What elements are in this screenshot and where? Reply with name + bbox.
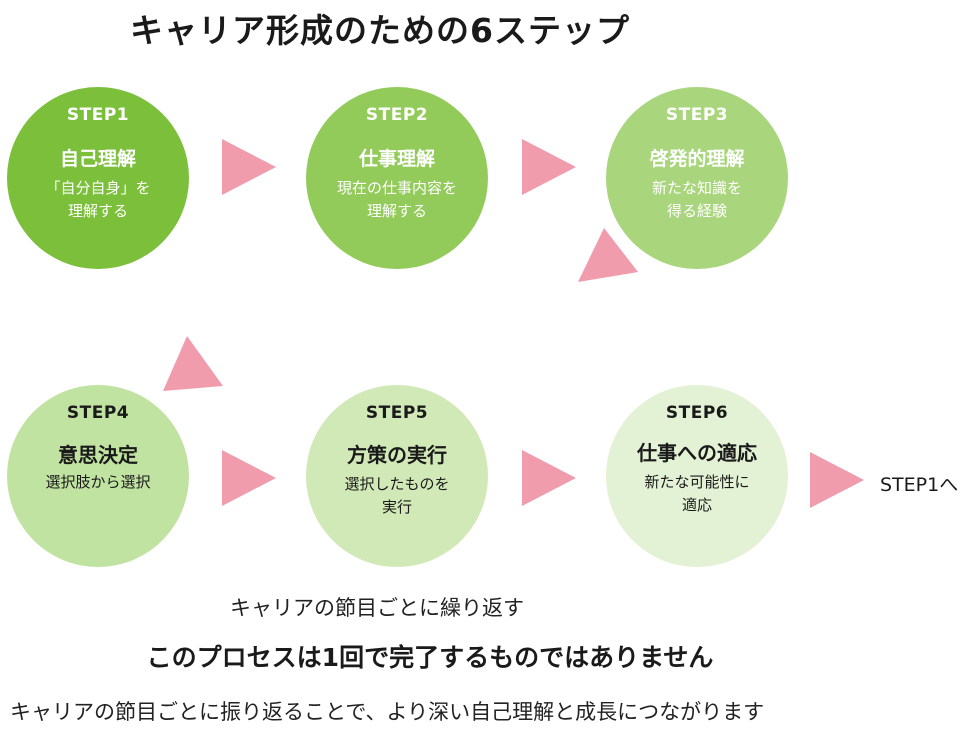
step-heading: 方策の実行 — [347, 443, 447, 467]
note-caption: キャリアの節目ごとに振り返ることで、より深い自己理解と成長につながります — [10, 700, 765, 724]
step-3-circle: STEP3 啓発的理解 新たな知識を 得る経験 — [606, 87, 788, 269]
step-label: STEP3 — [665, 105, 729, 125]
step-description: 選択肢から選択 — [13, 471, 183, 494]
step-6-circle: STEP6 仕事への適応 新たな可能性に 適応 — [606, 385, 788, 567]
loop-back-label: STEP1へ — [880, 474, 959, 496]
step-label: STEP5 — [365, 403, 429, 423]
step-description-line: 新たな可能性に — [644, 473, 750, 491]
step-description-line: 理解する — [67, 202, 128, 220]
step-heading: 仕事への適応 — [637, 441, 757, 465]
step-description-line: 選択肢から選択 — [45, 473, 151, 491]
page-title: キャリア形成のための6ステップ — [130, 11, 630, 50]
step-description: 現在の仕事内容を 理解する — [312, 177, 482, 223]
step-heading: 意思決定 — [58, 443, 138, 467]
step-label: STEP4 — [66, 403, 130, 423]
arrow-step4-to-step5-icon — [222, 450, 276, 506]
step-5-circle: STEP5 方策の実行 選択したものを 実行 — [306, 385, 488, 567]
step-1-circle: STEP1 自己理解 「自分自身」を 理解する — [7, 87, 189, 269]
step-description: 選択したものを 実行 — [312, 473, 482, 519]
arrow-step3-down-icon — [578, 228, 638, 282]
arrow-step1-to-step2-icon — [222, 139, 276, 195]
step-label: STEP6 — [665, 403, 729, 423]
step-2-circle: STEP2 仕事理解 現在の仕事内容を 理解する — [306, 87, 488, 269]
step-heading: 啓発的理解 — [649, 148, 745, 170]
step-label: STEP2 — [365, 105, 429, 125]
step-4-circle: STEP4 意思決定 選択肢から選択 — [7, 385, 189, 567]
step-description-line: 現在の仕事内容を — [336, 179, 457, 197]
step-heading: 自己理解 — [59, 148, 136, 170]
step-description-line: 適応 — [681, 496, 712, 514]
step-description-line: 得る経験 — [666, 202, 727, 220]
step-label: STEP1 — [66, 105, 130, 125]
emphasis-caption: このプロセスは1回で完了するものではありません — [146, 643, 714, 672]
step-description: 新たな知識を 得る経験 — [612, 177, 782, 223]
repeat-caption: キャリアの節目ごとに繰り返す — [230, 596, 524, 620]
step-description-line: 選択したものを — [344, 475, 450, 493]
step-description-line: 実行 — [381, 498, 412, 516]
step-description-line: 「自分自身」を — [45, 179, 151, 197]
step-description-line: 新たな知識を — [651, 179, 742, 197]
step-description: 「自分自身」を 理解する — [13, 177, 183, 223]
arrow-step2-to-step3-icon — [522, 139, 576, 195]
step-description-line: 理解する — [366, 202, 427, 220]
step-description: 新たな可能性に 適応 — [612, 471, 782, 517]
arrow-step5-to-step6-icon — [522, 450, 576, 506]
arrow-step6-to-next-icon — [810, 452, 864, 508]
arrow-to-step4-icon — [163, 336, 223, 391]
step-heading: 仕事理解 — [358, 148, 435, 170]
